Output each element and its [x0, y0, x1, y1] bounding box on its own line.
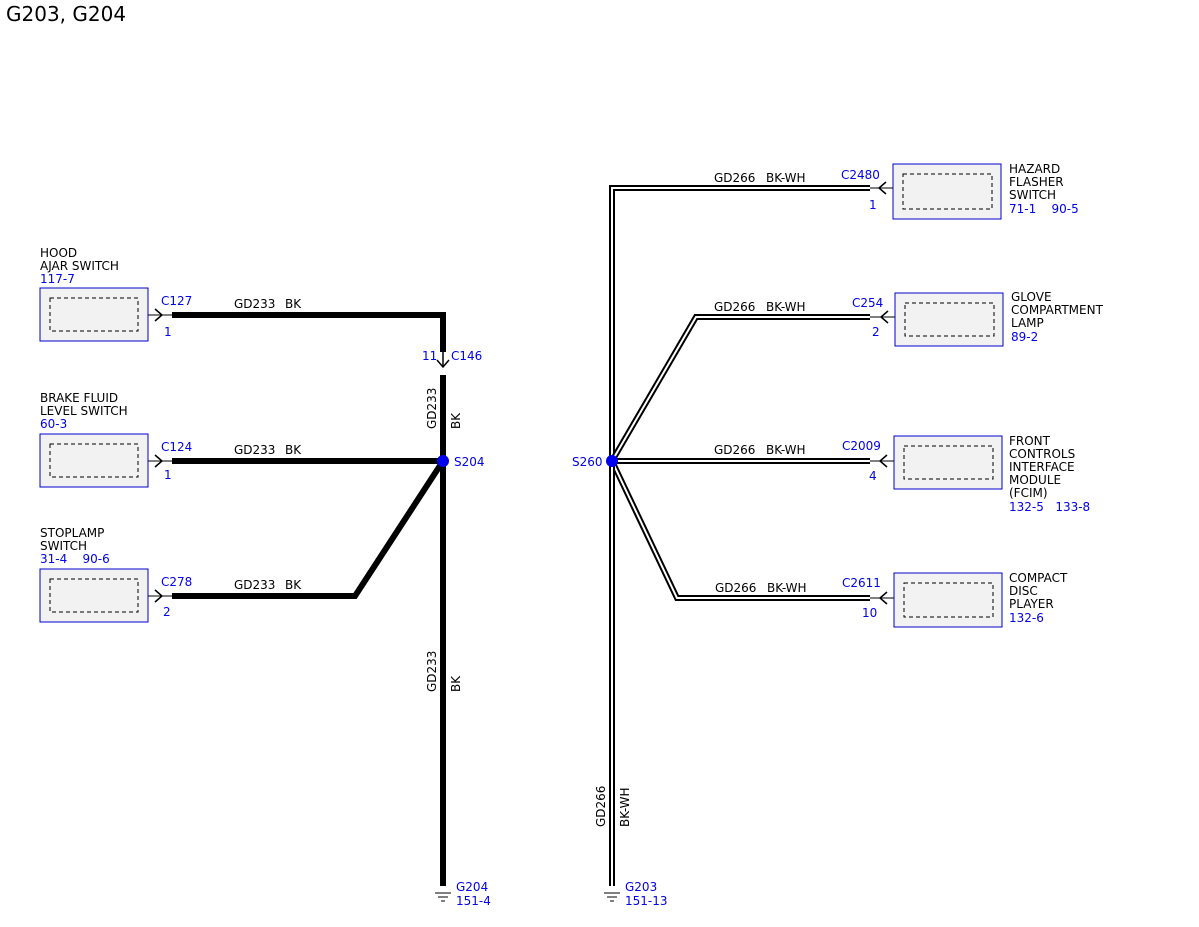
connector-arrow-icon: [870, 310, 895, 324]
wire-circuit-label: GD266: [714, 171, 755, 185]
component-label: LAMP: [1011, 316, 1044, 330]
wire-circuit-label: GD266: [714, 300, 755, 314]
connector-arrow-icon: [148, 454, 172, 468]
component-fcim[interactable]: [893, 435, 1003, 490]
component-label: HOOD: [40, 246, 77, 260]
component-label: FLASHER: [1009, 175, 1064, 189]
splice-s260-node: [606, 455, 618, 467]
ground-g204-label[interactable]: G204: [456, 880, 488, 894]
pin-label: 1: [869, 198, 877, 212]
connector-label[interactable]: C127: [161, 294, 192, 308]
splice-s204-label[interactable]: S204: [454, 455, 485, 469]
component-label: COMPACT: [1009, 571, 1068, 585]
connector-label[interactable]: C2480: [841, 168, 880, 182]
connector-label[interactable]: C2611: [842, 576, 881, 590]
component-ref[interactable]: 31-4 90-6: [40, 552, 110, 566]
wire-color-label: BK-WH: [766, 300, 806, 314]
wire-circuit-label: GD266: [715, 581, 756, 595]
component-label: AJAR SWITCH: [40, 259, 119, 273]
wire-gd233-hood[interactable]: [172, 312, 446, 352]
connector-arrow-icon: [870, 181, 893, 195]
pin-label: 1: [164, 325, 172, 339]
component-label: INTERFACE: [1009, 460, 1075, 474]
splice-s204-node: [437, 455, 449, 467]
connector-c146-icon: [436, 352, 450, 369]
wire-gd266-glove[interactable]: [609, 314, 870, 463]
wire-gd233-stoplamp[interactable]: [172, 459, 446, 599]
wire-circuit-label: GD233: [234, 578, 275, 592]
component-ref[interactable]: 132-6: [1009, 611, 1044, 625]
component-label: LEVEL SWITCH: [40, 404, 128, 418]
component-ref[interactable]: 132-5 133-8: [1009, 500, 1090, 514]
connector-label[interactable]: C2009: [842, 439, 881, 453]
pin-label: 1: [164, 468, 172, 482]
component-stoplamp-switch[interactable]: [39, 568, 149, 623]
component-compact-disc-player[interactable]: [893, 572, 1003, 628]
wire-color-label: BK: [449, 412, 463, 429]
component-label: GLOVE: [1011, 290, 1052, 304]
component-hazard-flasher-switch[interactable]: [892, 163, 1002, 220]
ground-g203-label[interactable]: G203: [625, 880, 657, 894]
wire-circuit-label: GD233: [234, 297, 275, 311]
component-ref[interactable]: 117-7: [40, 272, 75, 286]
wire-color-label: BK-WH: [618, 787, 632, 827]
component-label: STOPLAMP: [40, 526, 104, 540]
component-label: BRAKE FLUID: [40, 391, 118, 405]
wire-color-label: BK: [285, 443, 302, 457]
pin-label: 10: [862, 606, 877, 620]
page-title: G203, G204: [6, 2, 127, 26]
ground-g204-ref[interactable]: 151-4: [456, 894, 491, 908]
wire-color-label: BK-WH: [766, 171, 806, 185]
component-label: CONTROLS: [1009, 447, 1075, 461]
connector-arrow-icon: [870, 591, 894, 605]
ground-g203-icon: [604, 892, 620, 902]
wire-color-label: BK: [285, 578, 302, 592]
wire-color-label: BK: [285, 297, 302, 311]
connector-arrow-icon: [148, 589, 172, 603]
connector-label[interactable]: C254: [852, 296, 883, 310]
wire-color-label: BK: [449, 675, 463, 692]
component-hood-ajar-switch[interactable]: [39, 287, 149, 342]
wire-circuit-label: GD233: [425, 651, 439, 692]
connector-arrow-icon: [870, 454, 894, 468]
component-label: COMPARTMENT: [1011, 303, 1104, 317]
ground-g204-icon: [435, 892, 451, 902]
component-ref[interactable]: 60-3: [40, 417, 67, 431]
c146-connector-label[interactable]: C146: [451, 349, 482, 363]
component-label: PLAYER: [1009, 597, 1054, 611]
pin-label: 2: [872, 325, 880, 339]
wire-circuit-label: GD233: [425, 388, 439, 429]
wire-color-label: BK-WH: [766, 443, 806, 457]
connector-arrow-icon: [148, 308, 172, 322]
pin-label: 2: [163, 605, 171, 619]
wire-circuit-label: GD233: [234, 443, 275, 457]
pin-label: 4: [869, 469, 877, 483]
component-label: SWITCH: [40, 539, 87, 553]
wire-gd266-hazard[interactable]: [609, 185, 870, 461]
connector-label[interactable]: C278: [161, 575, 192, 589]
component-ref[interactable]: 89-2: [1011, 330, 1038, 344]
component-label: SWITCH: [1009, 188, 1056, 202]
component-label: HAZARD: [1009, 162, 1060, 176]
ground-g203-ref[interactable]: 151-13: [625, 894, 668, 908]
c146-pin-label: 11: [422, 349, 437, 363]
wire-circuit-label: GD266: [714, 443, 755, 457]
splice-s260-label[interactable]: S260: [572, 455, 603, 469]
wire-color-label: BK-WH: [767, 581, 807, 595]
component-glove-compartment-lamp[interactable]: [894, 292, 1004, 347]
component-brake-fluid-switch[interactable]: [39, 433, 149, 488]
component-label: DISC: [1009, 584, 1038, 598]
wire-circuit-label: GD266: [594, 786, 608, 827]
component-ref[interactable]: 71-1 90-5: [1009, 202, 1079, 216]
wire-gd266-cd[interactable]: [609, 459, 870, 601]
connector-label[interactable]: C124: [161, 440, 192, 454]
component-label: (FCIM): [1009, 486, 1048, 500]
component-label: FRONT: [1009, 434, 1051, 448]
component-label: MODULE: [1009, 473, 1061, 487]
